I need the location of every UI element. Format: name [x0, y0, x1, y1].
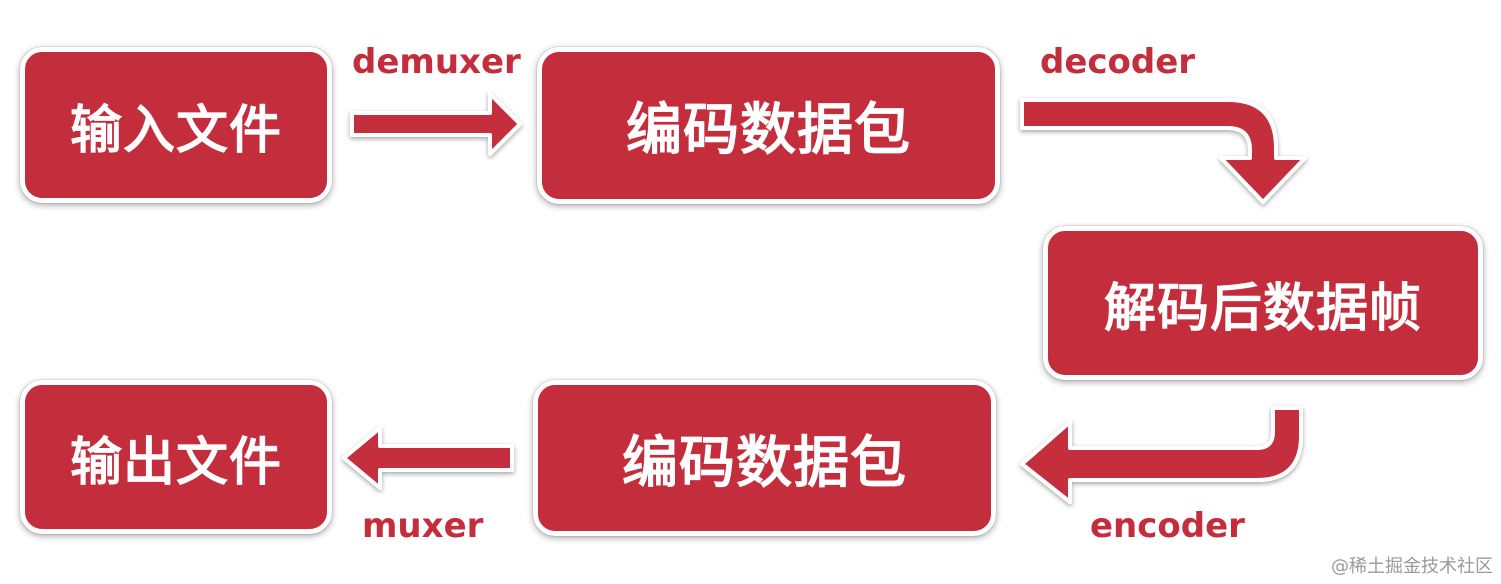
- encoded-packets-bottom-node: 编码数据包: [533, 380, 996, 536]
- demuxer-label: demuxer: [352, 42, 521, 82]
- watermark: @稀土掘金技术社区: [1331, 556, 1493, 577]
- encoder-label: encoder: [1090, 506, 1245, 546]
- encoded-packets-top-node: 编码数据包: [537, 47, 1000, 204]
- encoded-packets-top-label: 编码数据包: [626, 98, 911, 163]
- encoder-arrow: [1020, 406, 1303, 504]
- demuxer-arrow: [350, 92, 522, 156]
- muxer-label: muxer: [362, 506, 484, 546]
- decoded-frames-node: 解码后数据帧: [1043, 226, 1483, 380]
- input-file-label: 输入文件: [69, 100, 282, 161]
- decoder-arrow: [1020, 98, 1307, 204]
- decoded-frames-label: 解码后数据帧: [1103, 278, 1422, 339]
- input-file-node: 输入文件: [20, 47, 332, 203]
- muxer-arrow: [342, 426, 514, 490]
- decoder-label: decoder: [1040, 42, 1196, 82]
- output-file-node: 输出文件: [20, 380, 332, 534]
- output-file-label: 输出文件: [69, 432, 282, 493]
- encoded-packets-bottom-label: 编码数据包: [622, 430, 907, 496]
